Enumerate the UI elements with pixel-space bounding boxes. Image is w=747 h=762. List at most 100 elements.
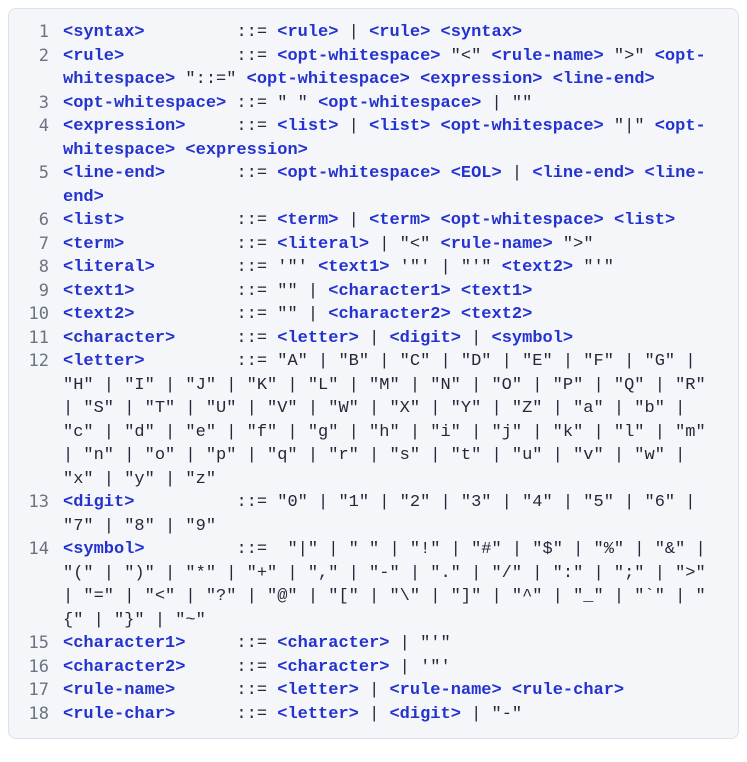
bnf-rule-token: <letter> xyxy=(277,328,359,348)
code-text: "<" xyxy=(440,46,492,66)
code-text: ::= xyxy=(175,328,278,348)
code-row: 7<term> ::= <literal> | "<" <rule-name> … xyxy=(9,233,738,257)
code-row: 2<rule> ::= <opt-whitespace> "<" <rule-n… xyxy=(9,45,738,92)
code-row: 3 <opt-whitespace> ::= " " <opt-whitespac… xyxy=(9,92,738,116)
bnf-rule-token: <expression> xyxy=(63,117,186,136)
code-line: <opt-whitespace> ::= " " <opt-whitespace… xyxy=(63,92,716,116)
bnf-rule-token: <rule-char> xyxy=(63,704,176,724)
line-number: 6 xyxy=(38,210,49,230)
line-number: 12 xyxy=(28,351,49,371)
code-line: <list> ::= <term> | <term> <opt-whitespa… xyxy=(63,209,716,233)
bnf-rule-token: <line-end> xyxy=(63,164,706,207)
bnf-rule-token: <character> xyxy=(63,328,176,348)
bnf-rule-token: <opt-whitespace> xyxy=(246,70,410,89)
bnf-rule-token: <rule-name> xyxy=(389,681,502,700)
line-number: 16 xyxy=(28,656,49,677)
code-text: | "'" xyxy=(389,634,451,653)
code-row: 10<text2> ::= "" | <character2> <text2> xyxy=(9,303,738,327)
code-row: 16<character2> ::= <character> | '"' xyxy=(9,656,738,680)
code-text: ::= xyxy=(144,23,278,42)
bnf-rule-token: <literal> xyxy=(63,258,155,277)
code-text: "::=" xyxy=(175,70,247,89)
code-text: ">" xyxy=(603,46,655,66)
code-text: | xyxy=(501,164,533,183)
code-text xyxy=(430,211,440,230)
code-line: <text1> ::= "" | <character1> <text1> xyxy=(63,280,716,304)
code-text xyxy=(451,305,461,324)
code-line: <line-end> ::= <opt-whitespace> <EOL> | … xyxy=(63,162,716,209)
code-text: | xyxy=(338,117,370,136)
bnf-rule-token: <expression> xyxy=(185,140,308,160)
code-line: <rule-name> ::= <letter> | <rule-name> <… xyxy=(63,679,716,703)
code-line: <expression> ::= <list> | <list> <opt-wh… xyxy=(63,115,716,162)
code-text: | '"' xyxy=(389,657,451,677)
code-text: | "-" xyxy=(460,704,523,724)
code-line: <digit> ::= "0" | "1" | "2" | "3" | "4" … xyxy=(63,491,716,538)
line-number: 3 xyxy=(38,92,49,113)
bnf-rule-token: <character2> xyxy=(328,305,451,324)
bnf-rule-token: <letter> xyxy=(63,352,145,371)
bnf-rule-token: <rule-name> xyxy=(491,46,604,66)
bnf-rule-token: <opt-whitespace> xyxy=(277,46,441,66)
code-text: ::= xyxy=(165,164,278,183)
bnf-rule-token: <expression> xyxy=(420,70,543,89)
line-number: 14 xyxy=(28,539,49,559)
bnf-rule-token: <rule> xyxy=(369,23,431,42)
code-text: | "<" xyxy=(369,234,441,254)
code-row: 15<character1> ::= <character> | "'" xyxy=(9,632,738,656)
code-text xyxy=(430,23,440,42)
code-line: <term> ::= <literal> | "<" <rule-name> "… xyxy=(63,233,716,257)
bnf-rule-token: <digit> xyxy=(389,704,461,724)
bnf-rule-token: <term> xyxy=(369,211,431,230)
bnf-rule-token: <character1> xyxy=(328,281,451,301)
code-row: 1<syntax> ::= <rule> | <rule> <syntax> xyxy=(9,21,738,45)
bnf-rule-token: <list> xyxy=(63,211,125,230)
bnf-rule-token: <symbol> xyxy=(491,328,574,348)
bnf-rule-token: <line-end> xyxy=(63,164,166,183)
code-text: ::= xyxy=(185,117,278,136)
bnf-rule-token: <text1> xyxy=(63,281,135,301)
code-row: 17<rule-name> ::= <letter> | <rule-name>… xyxy=(9,679,738,703)
bnf-rule-token: <text2> xyxy=(63,305,135,324)
code-text xyxy=(440,164,450,183)
code-row: 14<symbol> ::= "|" | " " | "!" | "#" | "… xyxy=(9,538,738,632)
code-text: ::= "A" | "B" | "C" | "D" | "E" | "F" | … xyxy=(63,352,716,489)
bnf-rule-token: <opt-whitespace> xyxy=(63,117,706,160)
bnf-rule-token: <letter> xyxy=(277,704,359,724)
code-text xyxy=(634,164,644,183)
code-row: 6 <list> ::= <term> | <term> <opt-whitesp… xyxy=(9,209,738,233)
code-text: | "" xyxy=(481,93,533,113)
code-text: ::= xyxy=(124,211,278,230)
bnf-rule-token: <rule-name> xyxy=(440,234,553,254)
bnf-rule-token: <character> xyxy=(277,657,390,677)
code-text xyxy=(604,211,614,230)
code-row: 12 <letter> ::= "A" | "B" | "C" | "D" | "… xyxy=(9,350,738,491)
code-row: 18<rule-char> ::= <letter> | <digit> | "… xyxy=(9,703,738,727)
code-text: ::= xyxy=(124,234,278,254)
line-number: 18 xyxy=(28,703,49,724)
bnf-rule-token: <letter> xyxy=(277,681,359,700)
bnf-rule-token: <rule-char> xyxy=(511,681,625,700)
bnf-rule-token: <literal> xyxy=(277,234,370,254)
code-text: "|" xyxy=(603,117,655,136)
code-text: ::= xyxy=(175,704,278,724)
code-text: ::= "" | xyxy=(134,281,329,301)
bnf-rule-token: <text2> xyxy=(501,258,574,277)
bnf-rule-token: <text2> xyxy=(460,305,533,324)
code-row: 11<character> ::= <letter> | <digit> | <… xyxy=(9,327,738,351)
code-line: <literal> ::= '"' <text1> '"' | "'" <tex… xyxy=(63,256,716,280)
bnf-rule-token: <text1> xyxy=(460,281,533,301)
code-text: | xyxy=(338,211,370,230)
code-text: ::= '"' xyxy=(154,258,319,277)
bnf-rule-token: <character> xyxy=(277,634,390,653)
bnf-rule-token: <opt-whitespace> xyxy=(277,164,441,183)
line-number: 15 xyxy=(28,633,49,653)
line-number: 1 xyxy=(38,22,49,42)
code-text: ::= "" | xyxy=(134,305,329,324)
code-text xyxy=(175,141,185,160)
code-text: ::= xyxy=(175,681,278,700)
code-text xyxy=(451,282,461,301)
bnf-rule-token: <opt-whitespace> xyxy=(318,93,482,113)
bnf-rule-token: <list> xyxy=(369,117,431,136)
code-row: 4<expression> ::= <list> | <list> <opt-w… xyxy=(9,115,738,162)
